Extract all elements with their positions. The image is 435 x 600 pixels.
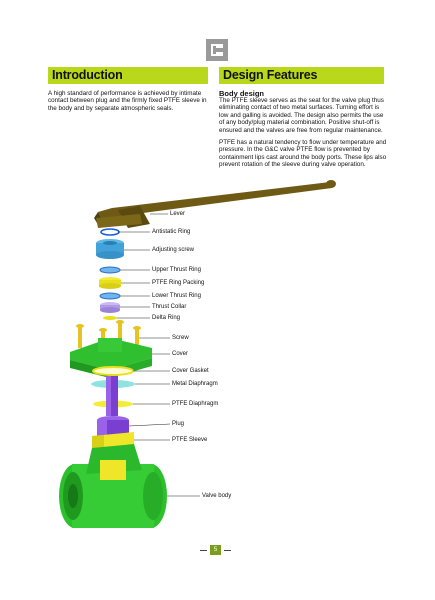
- label-lever: Lever: [170, 211, 186, 217]
- introduction-heading: Introduction: [48, 67, 208, 84]
- label-antistatic-ring: Antistatic Ring: [152, 229, 191, 235]
- label-upper-thrust-ring: Upper Thrust Ring: [152, 267, 201, 273]
- label-cover: Cover: [172, 351, 189, 357]
- label-metal-diaphragm: Metal Diaphragm: [172, 381, 218, 387]
- label-ptfe-ring-packing: PTFE Ring Packing: [152, 280, 205, 286]
- body-design-heading: Body design: [219, 89, 265, 98]
- cover-gasket-part: [92, 366, 134, 376]
- body-design-paragraph-1: The PTFE sleeve serves as the seat for t…: [219, 97, 384, 134]
- valve-body-part: [59, 444, 167, 528]
- label-ptfe-sleeve: PTFE Sleeve: [172, 437, 208, 443]
- label-ptfe-diaphragm: PTFE Diaphragm: [172, 401, 219, 407]
- lower-thrust-ring-part: [99, 292, 121, 300]
- lever-part: [94, 180, 336, 228]
- label-thrust-collar: Thrust Collar: [152, 304, 187, 310]
- ptfe-ring-packing-part: [99, 277, 121, 289]
- body-design-paragraph-2: PTFE has a natural tendency to flow unde…: [219, 139, 387, 169]
- plug-stem-part: [106, 376, 118, 416]
- page-number: 5: [210, 545, 221, 555]
- label-valve-body: Valve body: [202, 493, 232, 499]
- design-features-heading: Design Features: [219, 67, 384, 84]
- thrust-collar-part: [100, 302, 120, 313]
- label-delta-ring: Delta Ring: [152, 315, 181, 321]
- label-cover-gasket: Cover Gasket: [172, 368, 209, 374]
- antistatic-ring-part: [100, 228, 120, 236]
- delta-ring-part: [103, 316, 117, 320]
- page-number-rule-left: [200, 550, 207, 551]
- label-lower-thrust-ring: Lower Thrust Ring: [152, 293, 201, 299]
- label-screw: Screw: [172, 335, 189, 341]
- gc-logo-icon: [206, 39, 228, 61]
- upper-thrust-ring-part: [99, 266, 121, 274]
- label-plug: Plug: [172, 421, 185, 427]
- label-adjusting-screw: Adjusting screw: [152, 247, 195, 253]
- introduction-text: A high standard of performance is achiev…: [48, 90, 207, 112]
- page-number-rule-right: [224, 550, 231, 551]
- adjusting-screw-part: [96, 239, 124, 259]
